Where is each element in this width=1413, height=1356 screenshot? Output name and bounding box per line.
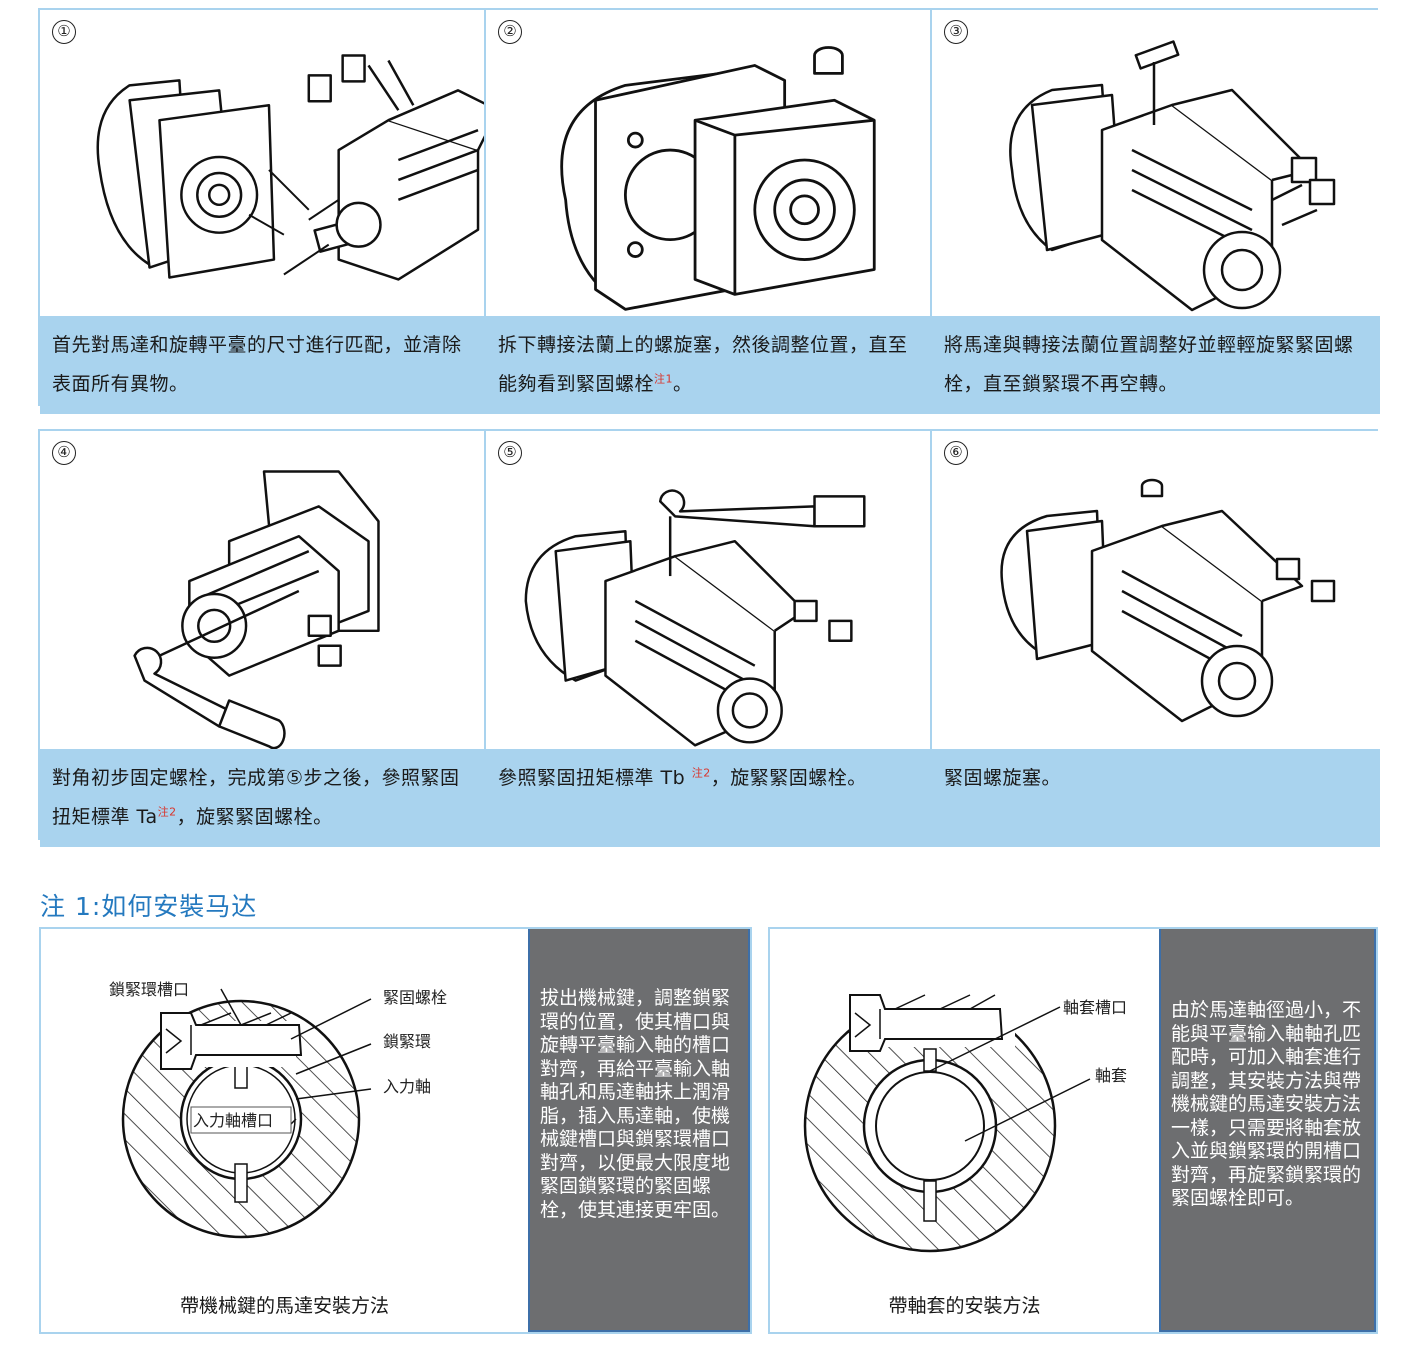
step-1: ① 首先對馬達和旋轉平臺的尺寸進行匹配，並清除表面所有異物。 [40,10,486,414]
step-number: ⑤ [498,441,522,465]
step-6: ⑥ 緊固螺旋塞。 [932,431,1380,847]
sleeve-cross-section: 軸套槽口 軸套 [803,994,1127,1253]
step-4-caption-text: 對角初步固定螺栓，完成第⑤步之後，參照緊固扭矩標準 Ta [52,767,460,828]
sleeve-description: 由於馬達軸徑過小，不能與平臺输入軸軸孔匹配時，可加入軸套進行調整，其安裝方法與帶… [1159,929,1376,1332]
step-5: ⑤ 參照緊固扭矩標準 Tb 注2，旋緊緊固螺栓。 [486,431,932,847]
keyed-motor-description: 拔出機械鍵，調整鎖緊環的位置，使其槽口與旋轉平臺輸入軸的槽口對齊，再給平臺輸入軸… [528,929,750,1332]
input-shaft-label: 入力軸 [383,1077,431,1096]
keyed-shaft-cross-section: 鎖緊環槽口 緊固螺栓 鎖緊環 入力軸 入力軸槽口 [109,980,447,1239]
note-1-sleeve-panel: 軸套槽口 軸套 帶軸套的安裝方法 由於馬達軸徑過小，不能與平臺输入軸軸孔匹配時，… [768,927,1378,1334]
steps-row-1: ① 首先對馬達和旋轉平臺的尺寸進行匹配，並清除表面所有異物。 [38,8,1380,414]
step-1-caption: 首先對馬達和旋轉平臺的尺寸進行匹配，並清除表面所有異物。 [40,316,484,414]
step-4: ④ 對角初步固定螺栓，完成第⑤步之後，參照緊固扭矩標準 Ta注2，旋緊緊固螺栓。 [40,431,486,847]
sleeve-label: 軸套 [1095,1066,1127,1085]
step-4-caption: 對角初步固定螺栓，完成第⑤步之後，參照緊固扭矩標準 Ta注2，旋緊緊固螺栓。 [40,749,484,847]
step-2-caption-text: 拆下轉接法蘭上的螺旋塞，然後調整位置，直至能夠看到緊固螺栓 [498,334,908,395]
step-5-caption: 參照緊固扭矩標準 Tb 注2，旋緊緊固螺栓。 [486,749,930,847]
step-2-caption-tail: 。 [673,373,693,395]
step-6-illustration: ⑥ [932,431,1380,749]
keyed-motor-caption: 帶機械鍵的馬達安裝方法 [179,1295,389,1317]
step-5-caption-text: 參照緊固扭矩標準 Tb [498,767,692,789]
steps-row-2: ④ 對角初步固定螺栓，完成第⑤步之後，參照緊固扭矩標準 Ta注2，旋緊緊固螺栓。 [38,429,1380,847]
torque-wrench-top-view-drawing [524,489,866,747]
step-number: ② [498,20,522,44]
step-5-illustration: ⑤ [486,431,930,749]
note-reference: 注1 [654,372,674,386]
note-reference: 注2 [691,766,711,780]
step-number: ① [52,20,76,44]
step-2-caption: 拆下轉接法蘭上的螺旋塞，然後調整位置，直至能夠看到緊固螺栓注1。 [486,316,930,414]
sleeve-caption: 帶軸套的安裝方法 [888,1295,1041,1317]
step-5-caption-tail: ，旋緊緊固螺栓。 [710,767,867,789]
motor-and-flange-separated-drawing [96,54,484,281]
input-shaft-slot-label: 入力軸槽口 [193,1111,273,1130]
step-2: ② 拆下轉接法蘭上的螺旋塞，然後調整位置，直至能夠看到緊固螺栓注1。 [486,10,932,414]
motor-mounted-with-key-drawing [1009,40,1336,312]
step-number: ④ [52,441,76,465]
keyed-motor-diagram: 鎖緊環槽口 緊固螺栓 鎖緊環 入力軸 入力軸槽口 帶機械鍵的馬達安裝方法 [41,929,528,1332]
step-1-illustration: ① [40,10,484,316]
step-4-caption-tail: ，旋緊緊固螺栓。 [176,806,333,828]
lock-ring-slot-label: 鎖緊環槽口 [109,980,189,999]
flange-with-plug-removed-drawing [560,46,876,311]
note-1-title: 注 1:如何安裝马达 [40,892,258,921]
step-2-illustration: ② [486,10,930,316]
lock-ring-label: 鎖緊環 [383,1032,431,1051]
sleeve-diagram: 軸套槽口 軸套 帶軸套的安裝方法 [770,929,1159,1332]
step-number: ③ [944,20,968,44]
note-1-keyed-motor-panel: 鎖緊環槽口 緊固螺栓 鎖緊環 入力軸 入力軸槽口 帶機械鍵的馬達安裝方法 拔出機… [39,927,752,1334]
note-reference: 注2 [157,805,177,819]
plug-refitted-drawing [1000,478,1336,723]
step-number: ⑥ [944,441,968,465]
step-3-caption: 將馬達與轉接法蘭位置調整好並輕輕旋緊緊固螺栓，直至鎖緊環不再空轉。 [932,316,1380,414]
bolt-label: 緊固螺栓 [383,988,447,1007]
step-6-caption: 緊固螺旋塞。 [932,749,1380,847]
torque-wrench-bottom-view-drawing [133,470,380,749]
step-3-illustration: ③ [932,10,1380,316]
sleeve-slot-label: 軸套槽口 [1063,998,1127,1017]
step-4-illustration: ④ [40,431,484,749]
step-3: ③ 將馬達與轉接法蘭位置調整好並輕輕旋緊緊固螺栓，直至鎖緊環不再空轉。 [932,10,1380,414]
